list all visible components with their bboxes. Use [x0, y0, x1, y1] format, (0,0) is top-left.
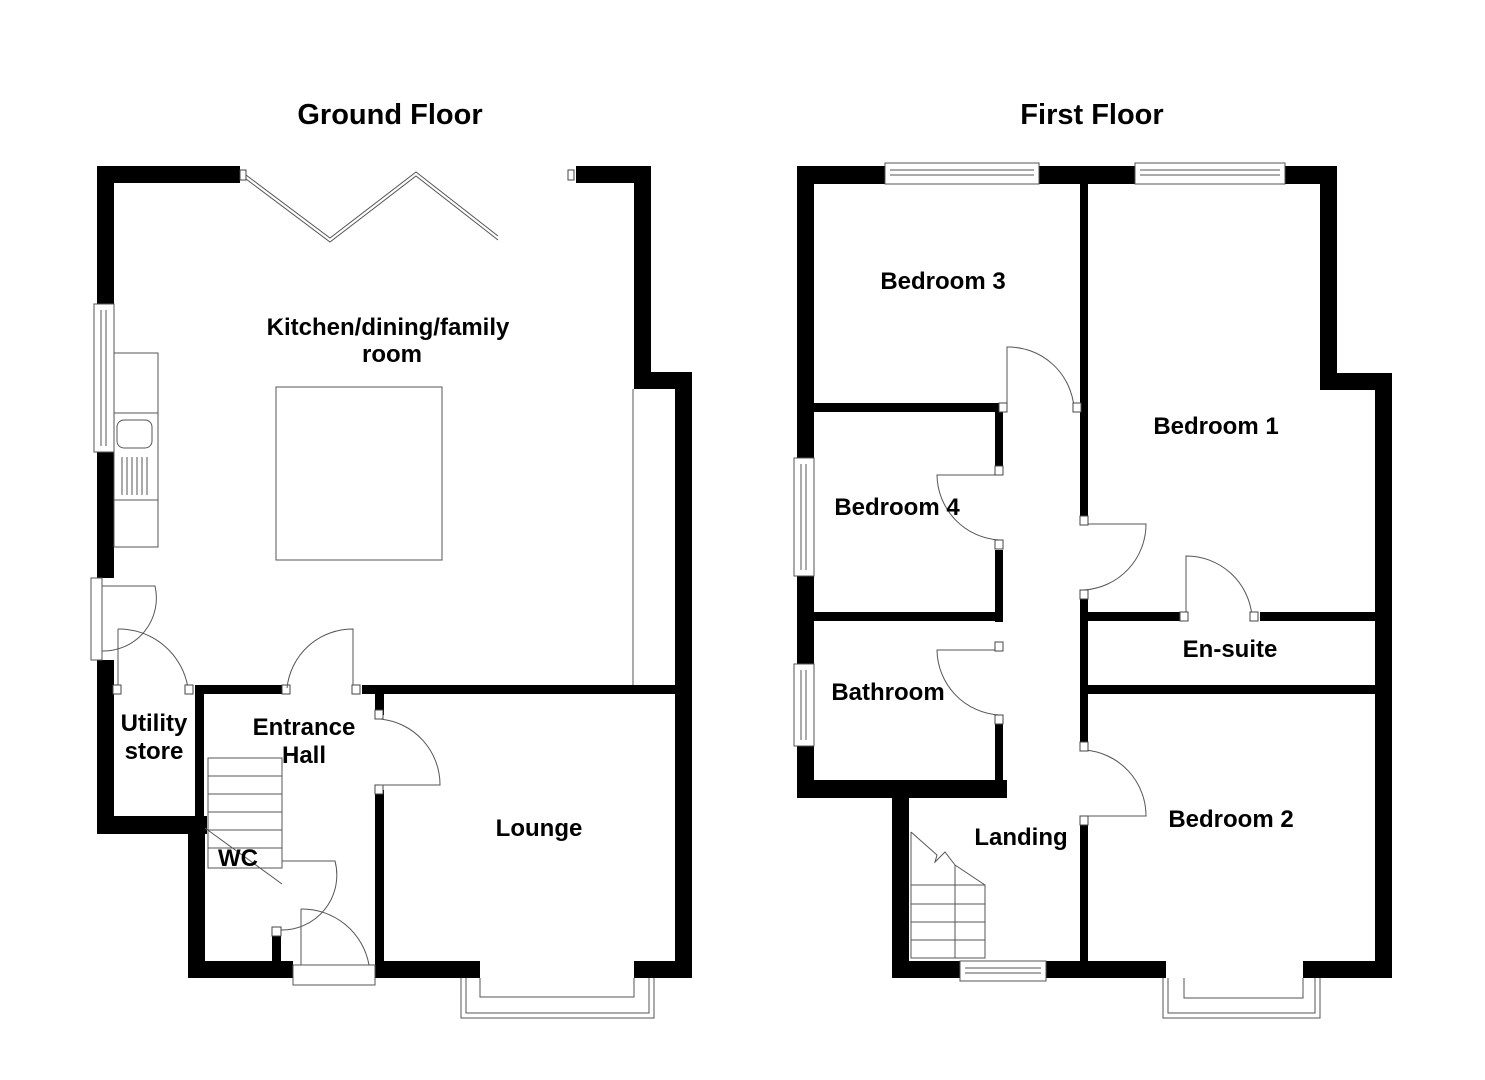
- wall: [1046, 961, 1166, 978]
- door-swing-icon: [1083, 749, 1147, 817]
- door-swing-icon: [286, 628, 354, 689]
- wall: [1320, 166, 1337, 390]
- wall: [1080, 597, 1088, 742]
- window-icon: [793, 663, 815, 747]
- wall: [1320, 373, 1392, 390]
- room-label-wc: WC: [218, 845, 258, 872]
- room-label-kitchen: Kitchen/dining/family: [267, 314, 510, 341]
- wall: [995, 723, 1003, 785]
- door-jamb: [567, 169, 575, 181]
- bay-window-icon: [460, 978, 655, 1019]
- window-icon: [884, 162, 1040, 185]
- window-icon: [93, 303, 115, 453]
- front-door-swing-icon: [300, 908, 370, 966]
- window-icon: [959, 960, 1047, 982]
- wall: [797, 576, 814, 664]
- door-swing-icon: [1083, 523, 1147, 591]
- wall: [195, 685, 204, 830]
- wall: [1085, 685, 1380, 694]
- drainer-icon: [121, 457, 148, 495]
- room-label-kitchen-line2: room: [362, 341, 422, 368]
- wall: [188, 961, 293, 978]
- wall: [1375, 373, 1392, 978]
- wall: [362, 685, 680, 694]
- wall: [797, 166, 885, 184]
- bifold-door-icon: [245, 175, 499, 243]
- wall: [810, 612, 1000, 621]
- wall: [892, 961, 960, 978]
- staircase-icon: [204, 757, 283, 885]
- door-swing-icon: [936, 649, 1000, 716]
- wall: [195, 685, 287, 694]
- wall: [810, 403, 1000, 412]
- first-floor-plan: First Floor Bedroom 3 Bedroom 1 Bedroom …: [793, 99, 1392, 1019]
- wall: [97, 166, 240, 183]
- wall: [576, 166, 651, 183]
- room-label-utility: Utility: [121, 710, 188, 737]
- floor-title: First Floor: [1020, 99, 1163, 131]
- room-label-bedroom-2: Bedroom 2: [1168, 806, 1293, 833]
- wall: [97, 816, 207, 834]
- room-label-bedroom-3: Bedroom 3: [880, 268, 1005, 295]
- door-swing-icon: [936, 474, 1000, 541]
- door-jamb: [239, 169, 247, 181]
- door-swing-icon: [1006, 346, 1075, 409]
- room-label-bathroom: Bathroom: [831, 679, 944, 706]
- wall: [1260, 612, 1380, 621]
- room-label-lounge: Lounge: [496, 815, 583, 842]
- wall: [375, 961, 480, 978]
- wall: [188, 816, 205, 978]
- door-swing-icon: [379, 718, 441, 786]
- wall: [1303, 961, 1392, 978]
- room-label-en-suite: En-suite: [1183, 636, 1278, 663]
- kitchen-island: [275, 386, 443, 561]
- room-label-bedroom-1: Bedroom 1: [1153, 413, 1278, 440]
- room-label-utility-line2: store: [125, 738, 184, 765]
- staircase-icon: [910, 831, 986, 959]
- sink-icon: [116, 419, 153, 449]
- wall: [797, 166, 814, 458]
- floor-title: Ground Floor: [297, 99, 482, 131]
- window-icon: [793, 457, 815, 577]
- room-label-landing: Landing: [974, 824, 1067, 851]
- wall: [1080, 180, 1088, 520]
- room-label-entrance-hall-line2: Hall: [282, 742, 326, 769]
- wall: [1080, 820, 1088, 965]
- wall: [675, 372, 692, 978]
- side-door-frame: [90, 577, 103, 661]
- wall: [995, 550, 1003, 622]
- wall: [272, 935, 281, 965]
- kitchen-worktop: [113, 352, 159, 548]
- room-label-entrance-hall: Entrance: [253, 714, 356, 741]
- wall: [1039, 166, 1135, 184]
- wall: [892, 780, 909, 978]
- door-swing-icon: [101, 585, 157, 652]
- door-swing-icon: [117, 628, 189, 689]
- wall: [97, 166, 114, 304]
- bay-window-icon: [1162, 978, 1321, 1019]
- wall: [97, 452, 114, 578]
- ground-floor-plan: Ground Floor Kitchen/dining/family room …: [90, 99, 692, 1019]
- bifold-door-icon: [245, 171, 499, 239]
- window-icon: [1134, 162, 1286, 185]
- wall: [995, 403, 1003, 471]
- wall: [1085, 612, 1185, 621]
- door-swing-icon: [279, 860, 338, 931]
- front-door-threshold: [292, 964, 376, 986]
- wall: [97, 660, 114, 834]
- wall: [375, 685, 384, 715]
- door-swing-icon: [1185, 555, 1253, 617]
- room-label-bedroom-4: Bedroom 4: [834, 494, 960, 521]
- wall: [634, 166, 651, 389]
- wall: [375, 790, 384, 965]
